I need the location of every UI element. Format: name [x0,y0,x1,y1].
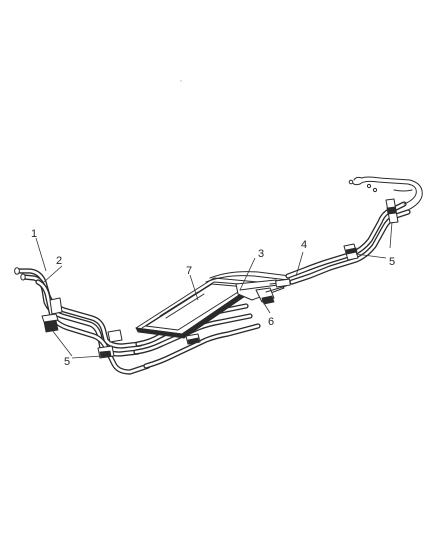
front-tube-bundle [14,267,151,375]
callout-4: 4 [301,239,307,251]
leader-lines [35,221,393,359]
left-clips [41,297,201,359]
tube-end-cap [20,273,26,281]
rear-tube-bundle [285,198,411,285]
speck [180,80,182,82]
connector-end [348,179,354,185]
tail-harness [348,176,423,211]
callout-3: 3 [258,248,264,260]
canister-tray [135,271,291,339]
callout-2: 2 [56,255,62,267]
callout-5-left: 5 [64,356,70,368]
callout-1: 1 [31,228,37,240]
tube-end-cap [14,267,20,275]
callout-5-right: 5 [389,256,395,268]
center-junction [235,278,293,305]
connector-end [372,187,378,193]
callout-7: 7 [186,265,192,277]
callout-6: 6 [268,316,274,328]
connector-end [366,183,372,189]
